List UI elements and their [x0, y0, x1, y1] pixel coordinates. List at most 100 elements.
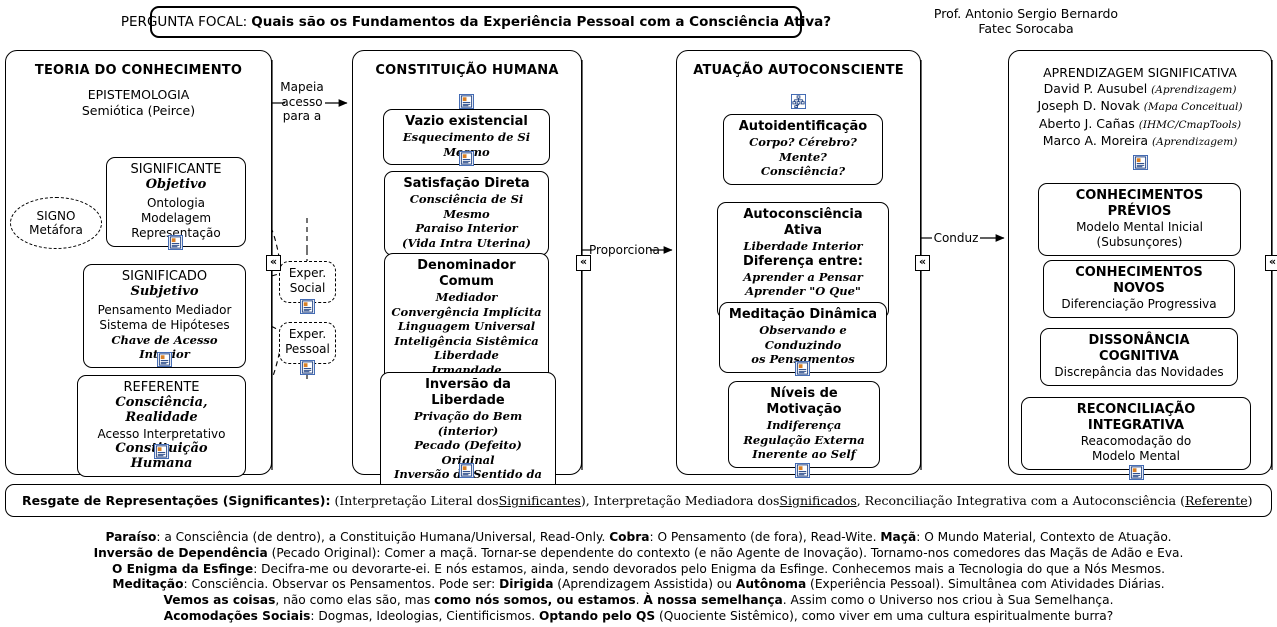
legend-text: , não como elas são, mas	[275, 593, 435, 608]
author-name-1: Joseph D. Novak	[1037, 98, 1140, 113]
node-autoconsciencia-ativa-italic2-0: Aprender a Pensar	[743, 269, 863, 284]
node-autoconsciencia-ativa-title2: Diferença entre:	[743, 253, 863, 269]
resgate-underline-3: Referente	[1184, 493, 1248, 508]
legend-text: : O Mundo Material, Contexto de Atuação.	[916, 530, 1172, 544]
node-inversao-da-liberdade-italic-1: Pecado (Defeito) Original	[414, 438, 522, 467]
node-conhecimentos-previos-title: CONHECIMENTOS PRÉVIOS	[1075, 188, 1204, 219]
resgate-part4: )	[1247, 493, 1253, 508]
node-experiencia-pessoal[interactable]: Exper. Pessoal	[279, 322, 336, 364]
link-label-mapeia-line3: para a	[282, 109, 322, 123]
node-autoidentificacao[interactable]: Autoidentificação Corpo? Cérebro? Mente?…	[723, 114, 883, 185]
node-denominador-comum-italic-4: Liberdade	[434, 348, 499, 362]
node-denominador-comum-italic-3: Inteligência Sistêmica	[394, 333, 539, 348]
collapse-marker-atuacao[interactable]: «	[915, 255, 930, 271]
legend-term: Acomodações Sociais	[163, 608, 311, 623]
node-autoconsciencia-ativa[interactable]: Autoconsciência Ativa Liberdade Interior…	[717, 202, 889, 319]
legend-term: Meditação	[112, 577, 184, 592]
resgate-bold-prefix: Resgate de Representações (Significantes…	[22, 493, 331, 508]
collapse-marker-teoria[interactable]: «	[266, 255, 281, 271]
column-aprendizagem-title: APRENDIZAGEM SIGNIFICATIVA	[1043, 65, 1237, 80]
node-niveis-de-motivacao-title: Níveis de Motivação	[766, 386, 842, 417]
node-signo-subtitle: Metáfora	[29, 223, 83, 237]
node-niveis-de-motivacao-italic-2: Inerente ao Self	[752, 447, 856, 461]
node-satisfacao-direta-italic-0: Consciência de Si Mesmo	[409, 192, 524, 221]
node-referente-title: REFERENTE	[123, 380, 200, 395]
column-constituicao-title: CONSTITUIÇÃO HUMANA	[375, 63, 559, 78]
node-meditacao-dinamica[interactable]: Meditação Dinâmica Observando e Conduzin…	[719, 302, 887, 373]
legend-text: . Assim como o Universo nos criou à Sua …	[782, 593, 1114, 608]
node-niveis-de-motivacao[interactable]: Níveis de Motivação Indiferença Regulaçã…	[728, 381, 880, 468]
node-denominador-comum-title: Denominador Comum	[417, 258, 516, 289]
legend-term: Paraíso	[105, 530, 157, 544]
node-satisfacao-direta-italic-1: Paraiso Interior	[415, 221, 518, 235]
node-autoidentificacao-italic-1: Consciência?	[760, 164, 846, 178]
legend-text: (Experiência Pessoal). Simultânea com At…	[806, 577, 1165, 592]
legend-text: : a Consciência (de dentro), a Constitui…	[156, 530, 610, 544]
document-resource-icon[interactable]	[459, 91, 474, 109]
focal-question-text: Quais são os Fundamentos da Experiência …	[251, 14, 832, 30]
node-vazio-existencial[interactable]: Vazio existencial Esquecimento de Si Mes…	[383, 109, 550, 165]
author-note-0: (Aprendizagem)	[1151, 83, 1237, 96]
legend-notes-block: Paraíso: a Consciência (de dentro), a Co…	[0, 530, 1277, 625]
focal-question-box: PERGUNTA FOCAL: Quais são os Fundamentos…	[121, 6, 831, 38]
node-significado[interactable]: SIGNIFICADO Subjetivo Pensamento Mediado…	[83, 264, 246, 368]
collapse-marker-constituicao[interactable]: «	[576, 255, 591, 271]
document-resource-icon[interactable]	[300, 357, 315, 375]
legend-text: : Dogmas, Ideologias, Cientificismos.	[310, 608, 540, 623]
node-autoconsciencia-ativa-italic-0: Liberdade Interior	[743, 239, 863, 253]
document-resource-icon[interactable]	[300, 296, 315, 314]
node-dissonancia-cognitiva[interactable]: DISSONÂNCIA COGNITIVA Discrepância das N…	[1040, 328, 1238, 386]
legend-text: : O Pensamento (de fora), Read-Wite.	[649, 530, 881, 544]
document-resource-icon[interactable]	[795, 460, 810, 478]
node-satisfacao-direta-italic-2: (Vida Intra Uterina)	[402, 235, 531, 250]
document-resource-icon[interactable]	[459, 460, 474, 478]
author-note-2: (IHMC/CmapTools)	[1138, 118, 1242, 131]
node-significante-sub3: Representação	[131, 225, 221, 240]
resgate-part3: , Reconciliação Integrativa com a Autoco…	[856, 493, 1185, 508]
concept-map-resource-icon[interactable]	[791, 91, 806, 109]
node-satisfacao-direta[interactable]: Satisfação Direta Consciência de Si Mesm…	[384, 171, 549, 256]
node-denominador-comum[interactable]: Denominador Comum Mediador Convergência …	[384, 253, 549, 383]
node-significado-title: SIGNIFICADO	[121, 269, 208, 284]
document-resource-icon[interactable]	[1133, 152, 1148, 170]
author-row-1: Joseph D. Novak (Mapa Conceitual)	[1009, 98, 1271, 116]
link-label-mapeia-line1: Mapeia	[280, 80, 324, 94]
author-affiliation: Fatec Sorocaba	[978, 21, 1074, 36]
column-teoria-subtitle: EPISTEMOLOGIA Semiótica (Peirce)	[6, 87, 271, 118]
node-referente[interactable]: REFERENTE Consciência, Realidade Acesso …	[77, 375, 246, 477]
legend-text: : Decifra-me ou devorarte-ei. E nós esta…	[253, 561, 1165, 576]
author-row-0: David P. Ausubel (Aprendizagem)	[1009, 81, 1271, 99]
document-resource-icon[interactable]	[154, 441, 169, 459]
legend-text: .	[635, 593, 644, 608]
document-resource-icon[interactable]	[168, 232, 183, 250]
node-significante-title: SIGNIFICANTE	[130, 162, 222, 177]
link-label-mapeia-line2: acesso	[281, 94, 323, 109]
node-conhecimentos-previos-sub-1: (Subsunçores)	[1096, 235, 1183, 249]
column-teoria-title: TEORIA DO CONHECIMENTO	[34, 63, 243, 78]
node-denominador-comum-italic-0: Mediador	[435, 290, 498, 304]
node-experiencia-social[interactable]: Exper. Social	[279, 261, 336, 303]
collapse-marker-aprendizagem[interactable]: «	[1265, 255, 1277, 271]
document-resource-icon[interactable]	[1129, 462, 1144, 480]
legend-term: O Enigma da Esfinge	[112, 561, 254, 576]
node-reconciliacao-integrativa-sub-1: Modelo Mental	[1092, 449, 1180, 463]
epistemologia-label: EPISTEMOLOGIA	[87, 87, 190, 102]
node-signo[interactable]: SIGNO Metáfora	[10, 197, 102, 249]
legend-text: (Aprendizagem Assistida) ou	[553, 577, 736, 592]
node-referente-sub1: Acesso Interpretativo	[97, 427, 226, 441]
node-niveis-de-motivacao-italic-1: Regulação Externa	[743, 432, 865, 447]
legend-text: : Consciência. Observar os Pensamentos. …	[183, 577, 500, 592]
node-significado-sub2: Sistema de Hipóteses	[99, 317, 230, 332]
node-significante[interactable]: SIGNIFICANTE Objetivo Ontologia Modelage…	[106, 157, 246, 247]
node-experiencia-pessoal-line1: Exper.	[288, 327, 327, 341]
document-resource-icon[interactable]	[795, 358, 810, 376]
author-block: Prof. Antonio Sergio Bernardo Fatec Soro…	[826, 6, 1226, 36]
document-resource-icon[interactable]	[459, 148, 474, 166]
node-significado-sub1: Pensamento Mediador	[97, 302, 232, 317]
node-niveis-de-motivacao-italic-0: Indiferença	[766, 418, 842, 432]
node-referente-italic: Consciência, Realidade	[115, 395, 208, 425]
node-reconciliacao-integrativa[interactable]: RECONCILIAÇÃO INTEGRATIVA Reacomodação d…	[1021, 397, 1251, 470]
document-resource-icon[interactable]	[157, 349, 172, 367]
node-conhecimentos-previos[interactable]: CONHECIMENTOS PRÉVIOS Modelo Mental Inic…	[1038, 183, 1241, 256]
node-conhecimentos-novos[interactable]: CONHECIMENTOS NOVOS Diferenciação Progre…	[1043, 260, 1235, 318]
